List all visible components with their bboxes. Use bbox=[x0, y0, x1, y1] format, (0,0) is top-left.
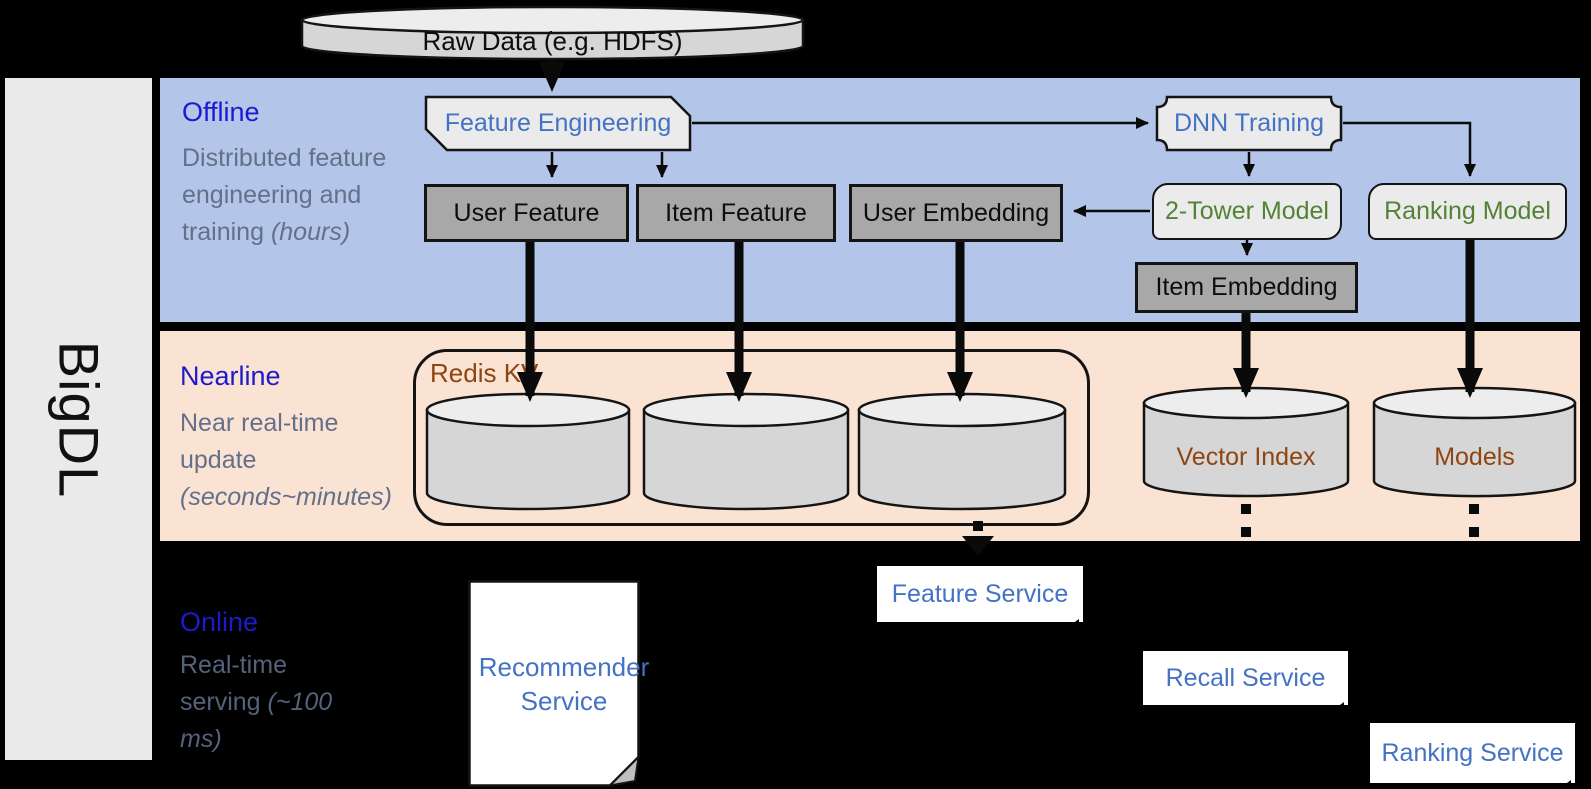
vector-index-cylinder: Vector Index bbox=[1142, 385, 1350, 501]
two-tower-model-label: 2-Tower Model bbox=[1165, 197, 1329, 225]
cylinder-shape bbox=[425, 392, 631, 511]
item-feature-node: Item Feature bbox=[636, 184, 836, 242]
dnn-training-node: DNN Training bbox=[1155, 95, 1343, 152]
item-embedding-node: Item Embedding bbox=[1135, 262, 1358, 313]
ranking-model-label: Ranking Model bbox=[1384, 197, 1551, 225]
ranking-service-node: Ranking Service bbox=[1370, 723, 1575, 789]
cylinder-shape bbox=[857, 392, 1067, 511]
redis-kv-label: Redis KV bbox=[430, 358, 539, 388]
recall-service-node: Recall Service bbox=[1143, 651, 1348, 713]
plaque-shape bbox=[1155, 95, 1343, 152]
bigdl-sidebar: BigDL bbox=[5, 78, 152, 760]
nearline-desc-latency: (seconds~minutes) bbox=[180, 483, 392, 511]
bigdl-logo-text: BigDL bbox=[47, 340, 110, 498]
nearline-section-title: Nearline bbox=[180, 361, 281, 391]
offline-desc-text: Distributed feature engineering and trai… bbox=[182, 144, 387, 246]
kv-store-cylinder-2 bbox=[642, 392, 850, 514]
online-section-title: Online bbox=[180, 607, 259, 637]
offline-section-description: Distributed feature engineering and trai… bbox=[182, 140, 387, 251]
nearline-section-description: Near real-time update (seconds~minutes) bbox=[180, 405, 392, 516]
cylinder-shape bbox=[642, 392, 850, 511]
online-desc-latency: (~100 ms) bbox=[180, 688, 333, 753]
two-tower-model-node: 2-Tower Model bbox=[1152, 183, 1342, 240]
user-embedding-label: User Embedding bbox=[862, 198, 1050, 227]
dnn-training-label: DNN Training bbox=[1173, 109, 1325, 137]
item-embedding-label: Item Embedding bbox=[1155, 273, 1338, 301]
feature-service-label: Feature Service bbox=[891, 579, 1069, 608]
user-feature-node: User Feature bbox=[424, 184, 629, 242]
callout-tail bbox=[1556, 780, 1571, 789]
feature-service-node: Feature Service bbox=[877, 566, 1083, 630]
user-embedding-node: User Embedding bbox=[849, 184, 1063, 242]
raw-data-label: Raw Data (e.g. HDFS) bbox=[422, 25, 683, 56]
user-feature-label: User Feature bbox=[453, 198, 600, 227]
models-cylinder: Models bbox=[1372, 385, 1577, 501]
kv-store-cylinder-1 bbox=[425, 392, 631, 514]
nearline-desc-text: Near real-time update bbox=[180, 409, 339, 474]
redis-kv-container bbox=[413, 349, 1090, 526]
kv-store-cylinder-3 bbox=[857, 392, 1067, 514]
item-feature-label: Item Feature bbox=[665, 198, 807, 227]
callout-tail bbox=[1064, 619, 1079, 630]
document-shape bbox=[468, 580, 640, 787]
cylinder-shape bbox=[1372, 386, 1577, 498]
ranking-model-node: Ranking Model bbox=[1368, 183, 1567, 240]
recommender-service-document: Recommender Service bbox=[468, 580, 649, 787]
feature-engineering-node: Feature Engineering bbox=[424, 95, 692, 152]
feature-engineering-label: Feature Engineering bbox=[444, 109, 672, 137]
online-desc-text: Real-time serving bbox=[180, 651, 287, 716]
models-label: Models bbox=[1434, 442, 1515, 471]
cylinder-shape bbox=[300, 5, 805, 61]
callout-tail bbox=[1329, 702, 1344, 713]
vector-index-label: Vector Index bbox=[1176, 442, 1316, 471]
offline-desc-latency: (hours) bbox=[270, 218, 351, 246]
raw-data-cylinder: Raw Data (e.g. HDFS) bbox=[300, 4, 805, 62]
recommender-service-label: Recommender Service bbox=[478, 651, 650, 716]
ranking-service-label: Ranking Service bbox=[1381, 738, 1564, 767]
snip-corner-shape bbox=[424, 95, 692, 152]
recall-service-label: Recall Service bbox=[1165, 663, 1326, 692]
online-section-description: Real-time serving (~100 ms) bbox=[180, 647, 342, 758]
offline-section-title: Offline bbox=[182, 97, 260, 127]
cylinder-shape bbox=[1142, 386, 1350, 498]
